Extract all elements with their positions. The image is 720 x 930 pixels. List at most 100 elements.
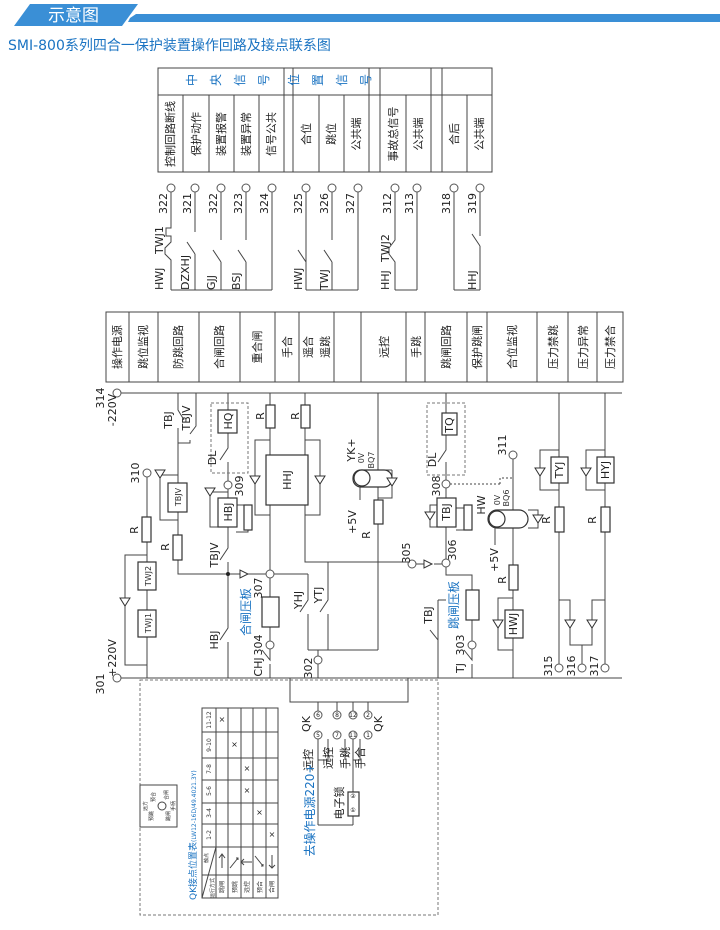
resistor-label: R (159, 543, 172, 551)
qk-dial (139, 784, 178, 828)
qk-position-mark: × (256, 808, 263, 817)
qk-pin: 11 (349, 732, 357, 739)
signal-table: 中央信号 位置信号 控制回路断线 保护动作 装置报警 装置异常 信号公共 合位 … (157, 62, 493, 173)
terminal-label: 322 (207, 193, 220, 214)
dial-label: 预合 (150, 792, 157, 802)
qk-pin: 7 (335, 732, 339, 739)
qk-mode: 跳闸 (218, 881, 226, 893)
terminal-label: 318 (440, 193, 453, 214)
close-press-plate[interactable] (261, 596, 280, 628)
qk-pin: 2 (366, 712, 370, 719)
contact-label: HWJ (153, 268, 166, 290)
ytj-label: YTJ (312, 587, 325, 605)
yk-label: YK+ (345, 438, 358, 462)
function-cell: 遥合 (301, 336, 315, 358)
qk-label: QK (300, 715, 313, 732)
trip-press-plate[interactable] (465, 589, 480, 621)
dial-label: 预跳 (148, 811, 155, 821)
terminal-label: 312 (381, 193, 394, 214)
qk-contact-col: 5-6 (206, 786, 213, 796)
signal-cell: 信号公共 (265, 112, 278, 156)
hwj-label: HWJ (507, 613, 520, 635)
twj2-label: TWJ2 (144, 566, 153, 587)
electronic-lock-label: 电子锁 (332, 787, 346, 820)
terminal-306: 306 (446, 540, 459, 561)
function-cell: 压力禁合 (603, 325, 617, 369)
hq-label: HQ (222, 412, 235, 429)
qk-mode-header: 运行方式 (209, 878, 216, 898)
qk-mode: 远控 (243, 881, 251, 893)
resistor-label: R (254, 412, 267, 420)
lock-pin: ② (350, 793, 356, 800)
function-cell: 合位监视 (505, 325, 519, 369)
qk-contact-col: 9-10 (206, 738, 213, 752)
qk-pin-label: 手合 (353, 747, 367, 769)
yhj-label: YHJ (292, 591, 305, 610)
qk-pin: 1 (366, 732, 370, 739)
terminal-label: 323 (232, 193, 245, 214)
zero-volt-label: 0V (357, 452, 366, 463)
terminal-label: 321 (181, 193, 194, 214)
pos-220v-label: +220V (106, 639, 119, 677)
qk-contact-col: 1-2 (206, 830, 213, 840)
control-circuit: 314 -220V 301 +220V 310 TWJ1 TWJ2 R R TB… (94, 388, 622, 695)
function-cell: 遥跳 (318, 336, 332, 358)
signal-cell: 公共端 (350, 118, 363, 151)
terminal-305: 305 (400, 543, 413, 564)
zero-volt-label: 0V (493, 494, 502, 505)
twj1-label: TWJ1 (144, 613, 153, 634)
hhj-label: HHJ (281, 470, 294, 490)
function-cell: 合闸回路 (212, 325, 226, 369)
function-cell: 跳闸回路 (439, 325, 453, 369)
qk-pin-label: 远控 (321, 747, 335, 769)
qk-position-mark: × (244, 764, 251, 773)
function-cell: 防跳回路 (171, 325, 185, 369)
contact-label: DZXHJ (179, 255, 192, 290)
function-cell: 保护跳闸 (470, 325, 484, 369)
qk-table (201, 707, 279, 899)
electronic-lock[interactable] (347, 791, 360, 817)
terminal-304: 304 (252, 635, 265, 656)
tbjv-contact-label: TBJV (208, 542, 221, 569)
resistor-label: R (540, 516, 553, 524)
qk-label: QK (372, 715, 385, 732)
function-cell: 手跳 (409, 336, 423, 358)
hbj-contact-label: HBJ (208, 630, 221, 649)
terminal-317: 317 (588, 656, 601, 677)
qk-mode: 预合 (256, 881, 264, 893)
terminal-301: 301 (94, 674, 107, 695)
contact-label: HHJ (466, 270, 479, 290)
tbj-label: TBJ (162, 411, 175, 430)
hyj-label: HYJ (599, 461, 612, 479)
group-position-signal: 位置信号 (286, 62, 373, 86)
resistor-label: R (496, 576, 509, 584)
tq-label: TQ (443, 417, 456, 434)
dial-label: 跳闸 (165, 811, 172, 821)
close-press-plate-label: 合闸压板 (238, 588, 253, 636)
resistor-label: R (289, 412, 302, 420)
resistor-label: R (128, 526, 141, 534)
terminal-316: 316 (565, 656, 578, 677)
terminal-302: 302 (302, 658, 315, 679)
function-cell: 重合闸 (250, 331, 264, 364)
signal-cell: 装置报警 (214, 112, 228, 156)
function-cell: 压力禁跳 (546, 325, 560, 369)
chj-label: CHJ (252, 657, 265, 676)
terminal-label: 319 (466, 193, 479, 214)
contact-label: TWJ1 (153, 226, 166, 255)
terminal-label: 313 (403, 193, 416, 214)
resistor-label: R (360, 531, 373, 539)
function-table: 操作电源 跳位监视 防跳回路 合闸回路 重合闸 手合 遥合 遥跳 远控 手跳 跳… (105, 311, 624, 383)
qk-contact-col: 7-8 (206, 764, 213, 774)
contact-label: TWJ (318, 269, 331, 291)
qk-position-mark: × (244, 786, 251, 795)
dl-label: DL (206, 450, 219, 465)
qk-table-model: (LW12-16D/49.4021.3Y) (191, 770, 198, 842)
function-cell: 操作电源 (110, 325, 124, 369)
tbj-contact-label: TBJ (422, 606, 435, 625)
tj-label: TJ (454, 663, 467, 674)
qk-pin-label: 手跳 (338, 747, 352, 769)
terminal-label: 327 (344, 193, 357, 214)
contact-label: HHJ (379, 270, 392, 290)
